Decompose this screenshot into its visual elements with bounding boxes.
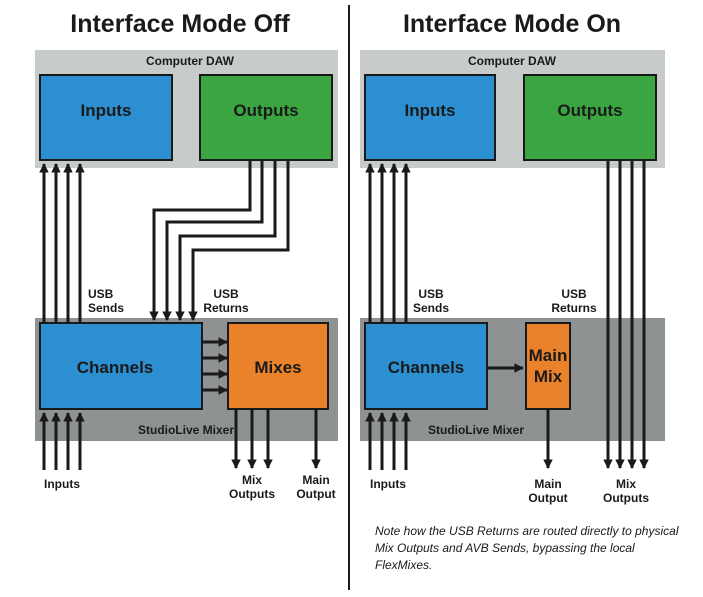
right-mix-outputs-1: Mix bbox=[616, 477, 636, 491]
left-bottom-inputs-label: Inputs bbox=[44, 477, 80, 491]
left-physical-input-arrows bbox=[39, 412, 85, 470]
left-mix-outputs-2: Outputs bbox=[229, 487, 275, 501]
left-usb-sends-2: Sends bbox=[88, 301, 124, 315]
left-inputs-label: Inputs bbox=[81, 101, 132, 120]
left-usb-sends-1: USB bbox=[88, 287, 114, 301]
right-outputs-box bbox=[523, 74, 657, 161]
right-main-output-1: Main bbox=[534, 477, 561, 491]
left-main-output-2: Output bbox=[296, 487, 335, 501]
left-usb-returns-1: USB bbox=[213, 287, 239, 301]
left-mixes-label: Mixes bbox=[254, 358, 301, 377]
left-daw-label: Computer DAW bbox=[146, 54, 235, 68]
right-mix-outputs-2: Outputs bbox=[603, 491, 649, 505]
left-outputs-label: Outputs bbox=[233, 101, 298, 120]
left-channels-box bbox=[39, 322, 203, 410]
right-usb-send-arrows bbox=[365, 163, 411, 325]
left-main-output-1: Main bbox=[302, 473, 329, 487]
right-main-mix-box bbox=[525, 322, 571, 410]
right-inputs-box bbox=[364, 74, 496, 161]
right-inputs-label: Inputs bbox=[405, 101, 456, 120]
right-main-mix-label-2: Mix bbox=[534, 367, 563, 386]
right-daw-label: Computer DAW bbox=[468, 54, 557, 68]
right-mixer-label: StudioLive Mixer bbox=[428, 423, 524, 437]
left-mix-outputs-1: Mix bbox=[242, 473, 262, 487]
left-channels-label: Channels bbox=[77, 358, 154, 377]
right-usb-sends-2: Sends bbox=[413, 301, 449, 315]
left-usb-send-arrows bbox=[39, 163, 85, 325]
right-usb-returns-2: Returns bbox=[551, 301, 597, 315]
right-channels-box bbox=[364, 322, 488, 410]
right-physical-input-arrows bbox=[365, 412, 411, 470]
left-outputs-box bbox=[199, 74, 333, 161]
right-bottom-inputs-label: Inputs bbox=[370, 477, 406, 491]
left-usb-returns-2: Returns bbox=[203, 301, 249, 315]
right-main-output-2: Output bbox=[528, 491, 567, 505]
right-usb-sends-1: USB bbox=[418, 287, 444, 301]
left-mixes-box bbox=[227, 322, 329, 410]
routing-note: Note how the USB Returns are routed dire… bbox=[375, 524, 679, 572]
right-main-mix-label-1: Main bbox=[529, 346, 568, 365]
left-inputs-box bbox=[39, 74, 173, 161]
right-title: Interface Mode On bbox=[403, 10, 621, 38]
left-channel-to-mix-arrows bbox=[202, 337, 228, 395]
right-usb-return-arrows bbox=[603, 160, 649, 469]
right-usb-returns-1: USB bbox=[561, 287, 587, 301]
left-mixer-label: StudioLive Mixer bbox=[138, 423, 234, 437]
left-title: Interface Mode Off bbox=[70, 10, 290, 38]
right-outputs-label: Outputs bbox=[557, 101, 622, 120]
left-usb-return-arrows bbox=[149, 160, 290, 321]
right-channels-label: Channels bbox=[388, 358, 465, 377]
left-mix-output-arrows bbox=[231, 409, 273, 469]
